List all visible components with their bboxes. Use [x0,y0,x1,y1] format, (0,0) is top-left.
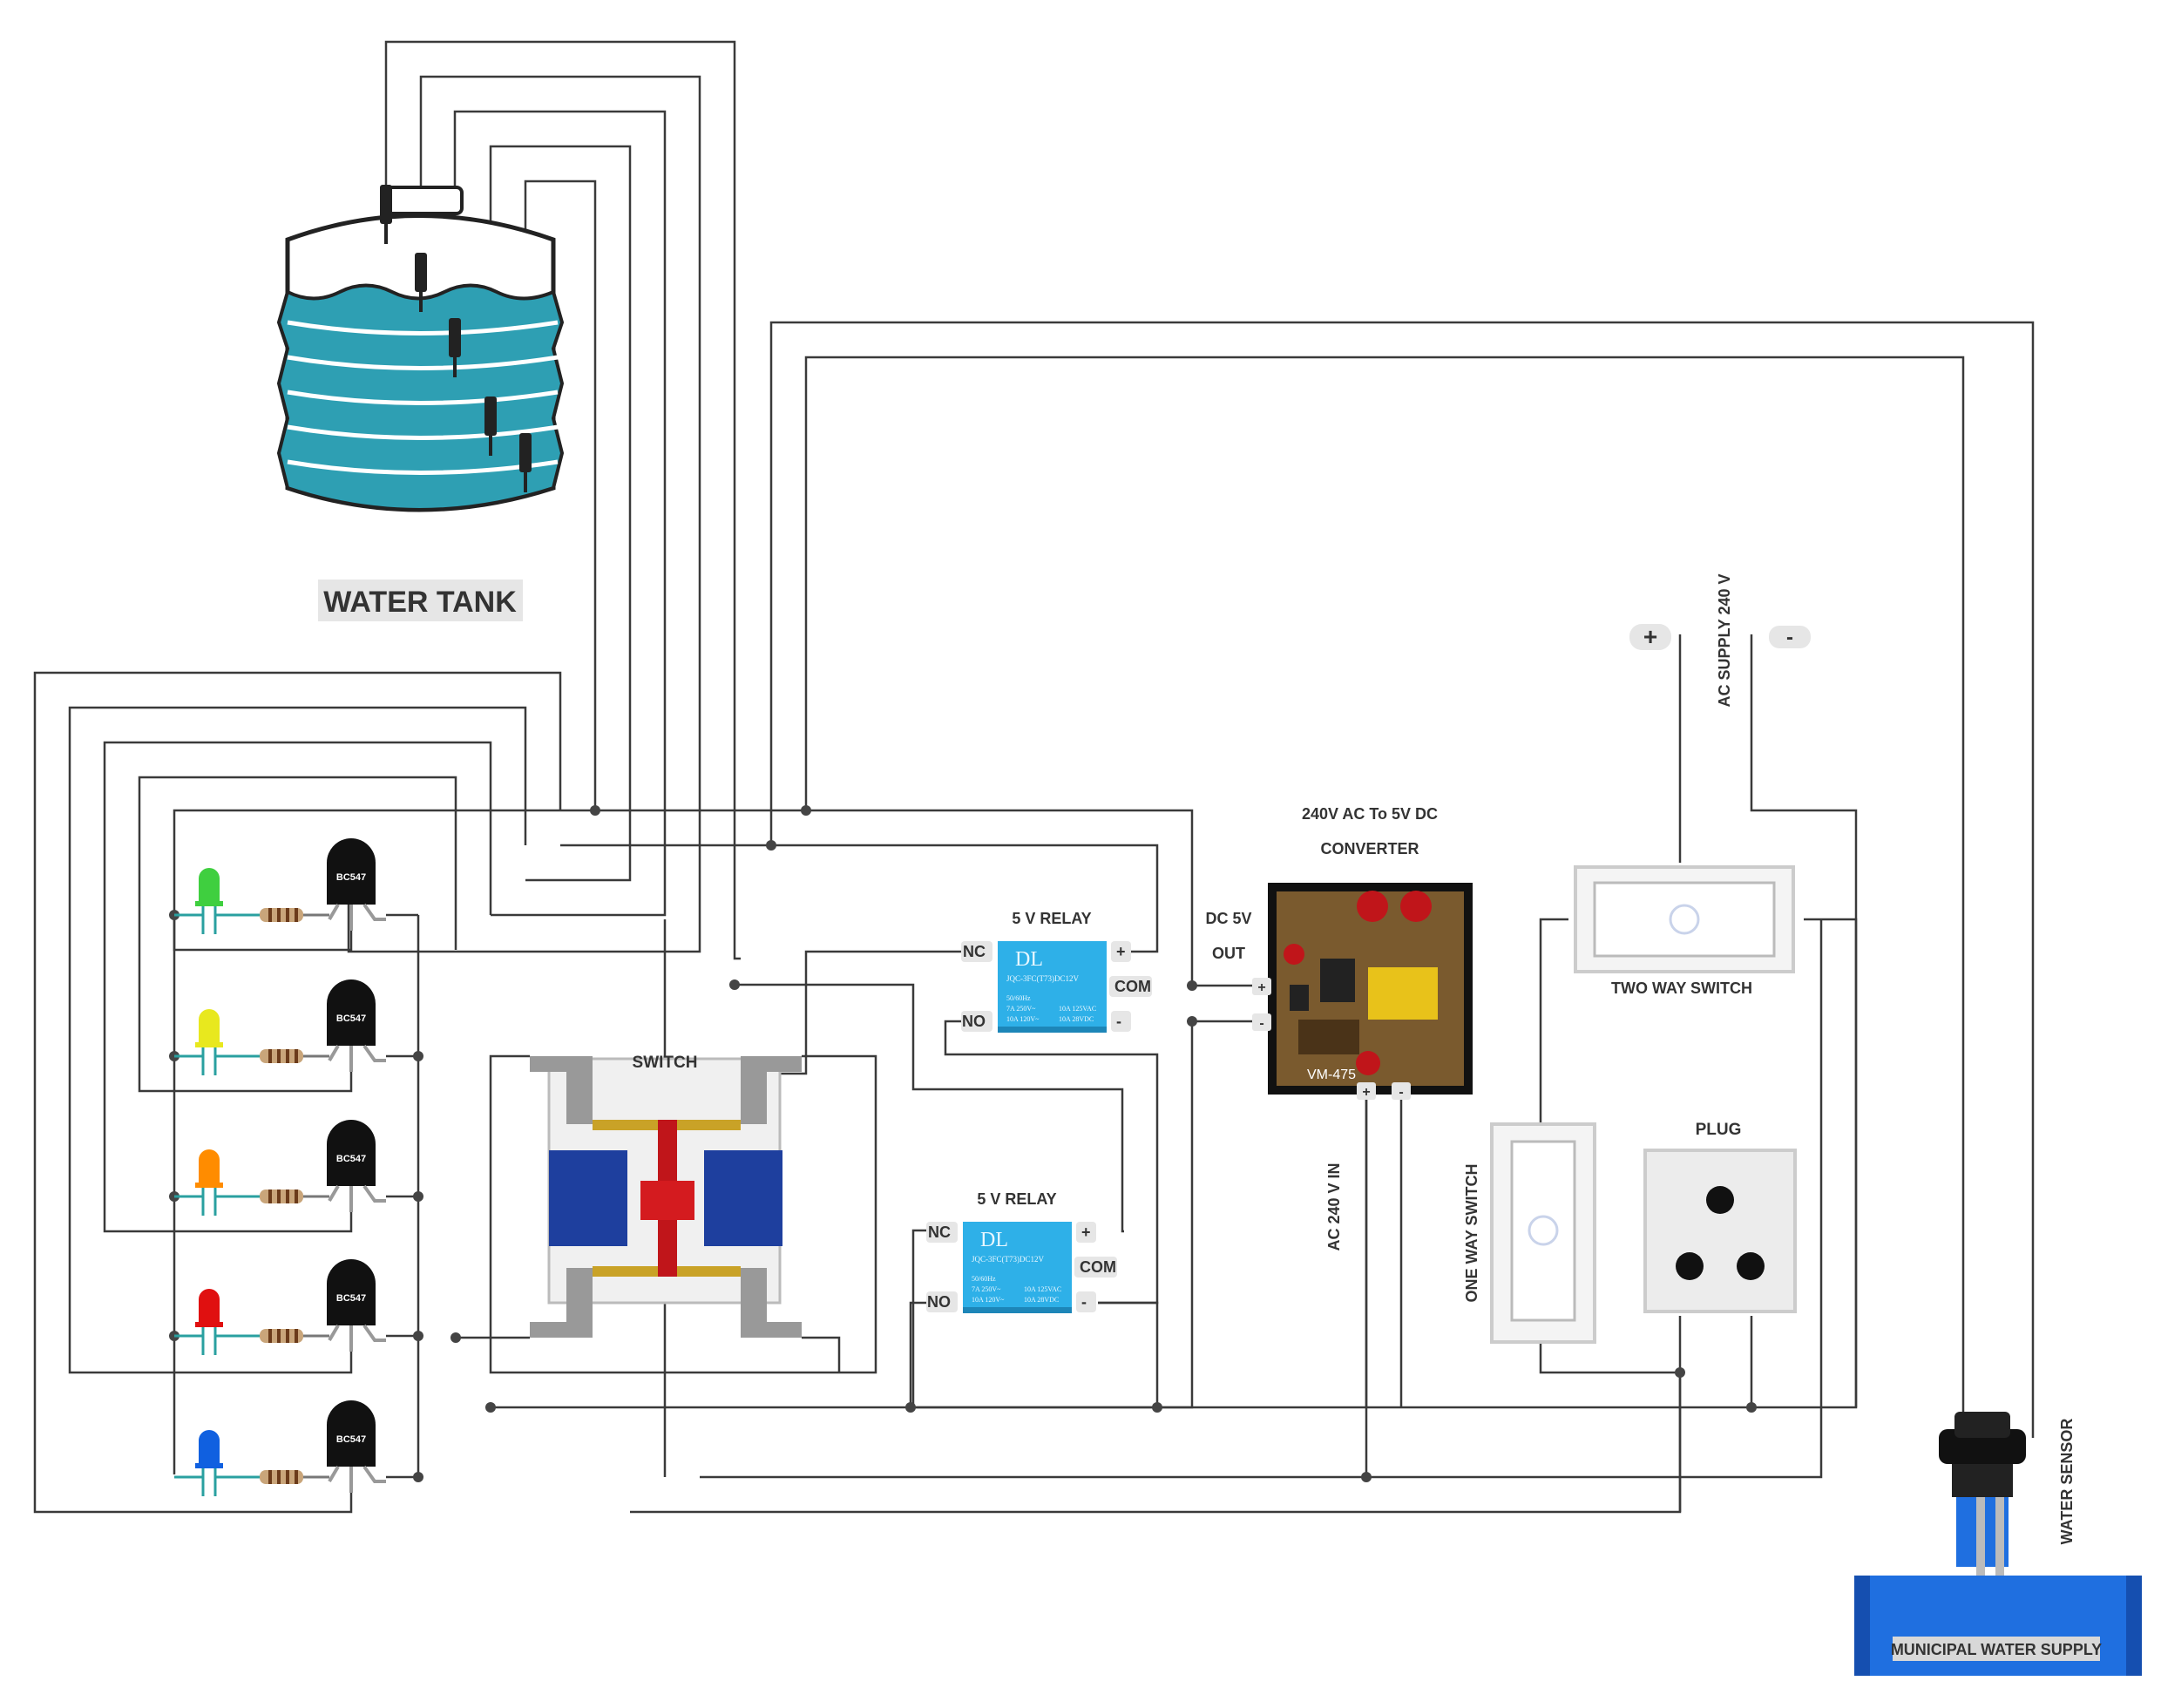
transistor-label: BC547 [336,1434,366,1445]
relay-top: DL JQC-3FC(T73)DC12V 50/60Hz 7A 250V~ 10A 12… [961,910,1152,1033]
relay-label: 5 V RELAY [1012,910,1091,927]
water-tank-label: WATER TANK [323,586,517,619]
resistor [260,908,329,922]
transistor-label: BC547 [336,1293,366,1304]
led [174,1430,260,1496]
transistor-label: BC547 [336,1154,366,1164]
converter-ac-plus: + [1362,1085,1370,1100]
relay-face-text: DL [980,1229,1008,1251]
resistor [260,1329,329,1343]
relay-face-text: DL [1015,948,1043,971]
junction-dots [169,805,1757,1482]
relay-nc-pin: NC [963,943,986,960]
relay-plus-pin: + [1116,943,1126,960]
converter-minus: - [1259,1016,1263,1031]
water-sensor [1854,1412,2142,1676]
converter-model: VM-475 [1307,1068,1356,1082]
relays: DL JQC-3FC(T73)DC12V 50/60Hz 7A 250V~ 10A 12… [926,910,1152,1313]
ac-dc-converter: VM-475 [1268,883,1473,1095]
relay-face-text: 7A 250V~ [972,1285,1001,1293]
converter-dc-terminals: + - + - [1252,978,1411,1100]
converter-plus: + [1257,980,1265,995]
relay-minus-pin: - [1081,1293,1087,1311]
ac-plus-bg [1629,624,1671,650]
relay-face-text: 10A 120V~ [972,1296,1005,1304]
one-way-switch-label: ONE WAY SWITCH [1463,1163,1480,1302]
relay-plus-pin: + [1081,1223,1091,1241]
led [174,868,260,934]
led [174,1009,260,1075]
transistor: BC547 [327,838,386,931]
relay-face-text: 50/60Hz [1006,994,1031,1002]
relay-minus-pin: - [1116,1013,1121,1030]
converter-title-2: CONVERTER [1320,840,1419,857]
relay-bottom: DL JQC-3FC(T73)DC12V 50/60Hz 7A 250V~ 10A 12… [926,1190,1117,1313]
dc-out-label-1: DC 5V [1205,910,1251,927]
plug-socket[interactable] [1643,1149,1797,1313]
transistor-label: BC547 [336,872,366,883]
ac-in-label: AC 240 V IN [1325,1162,1343,1250]
relay-face-text: 10A 120V~ [1006,1015,1040,1023]
resistor [260,1049,329,1063]
relay-com-pin: COM [1114,978,1151,995]
switch-component[interactable] [530,1056,802,1338]
led-row: BC547 [174,1400,386,1496]
relay-label: 5 V RELAY [977,1190,1056,1208]
transistor: BC547 [327,1120,386,1212]
led [174,1289,260,1355]
ac-minus-bg [1769,626,1811,648]
led-row: BC547 [174,1120,386,1216]
water-tank-label-bg [318,580,523,621]
relay-nc-pin: NC [928,1223,951,1241]
two-way-switch[interactable] [1574,865,1795,973]
resistor [260,1190,329,1203]
switch-label: SWITCH [633,1054,698,1072]
relay-face-text: 10A 28VDC [1024,1296,1059,1304]
relay-face-text: JQC-3FC(T73)DC12V [1006,974,1080,983]
ac-supply-label: AC SUPPLY 240 V [1716,573,1733,707]
municipal-water-supply-label: MUNICIPAL WATER SUPPLY [1891,1641,2102,1658]
two-way-switch-label: TWO WAY SWITCH [1611,979,1752,997]
plug-label: PLUG [1696,1121,1742,1139]
resistor [260,1470,329,1484]
water-tank [276,185,565,512]
transistor: BC547 [327,1400,386,1493]
relay-no-pin: NO [962,1013,986,1030]
relay-face-text: 7A 250V~ [1006,1005,1036,1013]
relay-face-text: 10A 125VAC [1024,1285,1061,1293]
relay-face-text: 10A 125VAC [1059,1005,1096,1013]
relay-no-pin: NO [927,1293,951,1311]
relay-face-text: 50/60Hz [972,1275,996,1283]
one-way-switch[interactable] [1490,1122,1596,1344]
water-sensor-label: WATER SENSOR [2058,1419,2076,1545]
bulb-icon [1669,904,1700,935]
dc-out-label-2: OUT [1212,945,1245,962]
relay-face-text: JQC-3FC(T73)DC12V [972,1255,1045,1264]
led-row: BC547 [174,979,386,1075]
led [174,1149,260,1216]
ac-supply-plus: + [1643,623,1657,650]
relay-face-text: 10A 28VDC [1059,1015,1094,1023]
relay-com-pin: COM [1080,1258,1116,1276]
transistor: BC547 [327,1259,386,1352]
led-row: BC547 [174,1259,386,1355]
led-row: BC547 [174,838,386,934]
converter-ac-minus: - [1399,1085,1403,1100]
transistor: BC547 [327,979,386,1072]
ac-supply-minus: - [1786,626,1793,649]
transistor-label: BC547 [336,1013,366,1024]
municipal-label-bg [1893,1637,2100,1661]
converter-title-1: 240V AC To 5V DC [1302,805,1438,823]
bulb-icon [1528,1215,1559,1246]
